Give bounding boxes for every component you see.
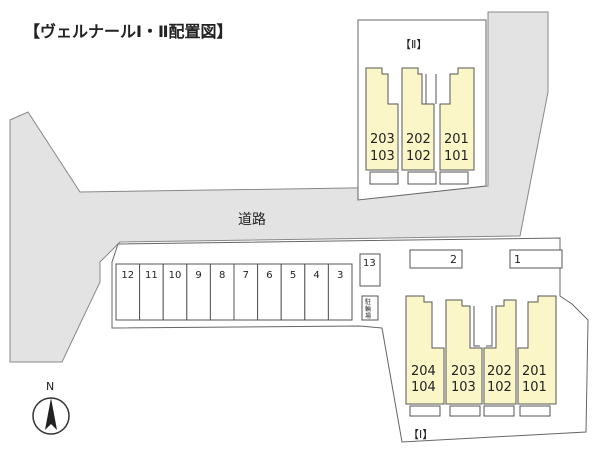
parking-space-2: [409, 249, 463, 269]
parking-space-3: [327, 263, 353, 321]
parking-2-label: 2: [450, 253, 457, 266]
building-I-unit-1: [405, 295, 445, 405]
building-I-unit-3: [483, 299, 517, 405]
building-I-unit-2-upper: 203: [451, 364, 476, 379]
building-II-unit-3-upper: 201: [444, 132, 469, 147]
building-I: 204 104 203 103 202 102 201 101: [405, 295, 557, 417]
parking-area: 12 11 10 9 8 7 6 5 4 3: [115, 263, 353, 321]
parking-space-label: 7: [243, 270, 249, 281]
road-label: 道路: [238, 212, 266, 228]
north-arrow: N: [32, 380, 70, 435]
building-II-unit-2-upper: 202: [406, 132, 431, 147]
building-II-unit-2: [401, 67, 435, 171]
parking-space-label: 3: [337, 270, 343, 281]
building-I-unit-2: [445, 299, 483, 405]
parking-space-1: [509, 249, 563, 269]
page-title: 【ヴェルナールⅠ・Ⅱ配置図】: [24, 22, 233, 41]
building-II-label: 【Ⅱ】: [400, 38, 427, 51]
bike-parking-label-1: 駐: [365, 298, 371, 306]
building-II: 203 103 202 102 201 101: [365, 67, 475, 185]
building-I-unit-3-upper: 202: [487, 364, 512, 379]
building-I-unit-1-upper: 204: [411, 364, 436, 379]
parking-space-label: 4: [313, 270, 319, 281]
parking-space-label: 9: [195, 270, 201, 281]
building-II-unit-1-lower: 103: [370, 149, 395, 164]
parking-space-label: 10: [169, 270, 182, 281]
building-I-unit-3-lower: 102: [487, 380, 512, 395]
bike-parking-label-2: 輪: [365, 305, 371, 313]
building-I-unit-2-lower: 103: [451, 380, 476, 395]
north-label: N: [46, 380, 54, 393]
parking-space-label: 12: [121, 270, 134, 281]
building-I-unit-1-lower: 104: [411, 380, 436, 395]
parking-1-label: 1: [514, 253, 521, 266]
bike-parking-label-3: 場: [365, 312, 371, 320]
building-II-unit-1-upper: 203: [370, 132, 395, 147]
parking-space-13: [359, 253, 381, 287]
building-II-unit-2-lower: 102: [406, 149, 431, 164]
building-II-unit-1: [365, 67, 399, 171]
building-II-unit-3-lower: 101: [444, 149, 469, 164]
parking-space-label: 5: [290, 270, 296, 281]
building-I-unit-4-lower: 101: [522, 380, 547, 395]
parking-space-label: 8: [219, 270, 225, 281]
building-I-label: 【Ⅰ】: [408, 428, 433, 441]
parking-space-label: 11: [145, 270, 158, 281]
north-arrow-icon: [45, 398, 57, 430]
building-I-unit-4: [517, 295, 557, 405]
parking-13-label: 13: [363, 258, 376, 269]
parking-space-label: 6: [266, 270, 272, 281]
building-I-unit-4-upper: 201: [522, 364, 547, 379]
building-II-unit-3: [439, 67, 475, 171]
bike-parking: [361, 295, 379, 321]
